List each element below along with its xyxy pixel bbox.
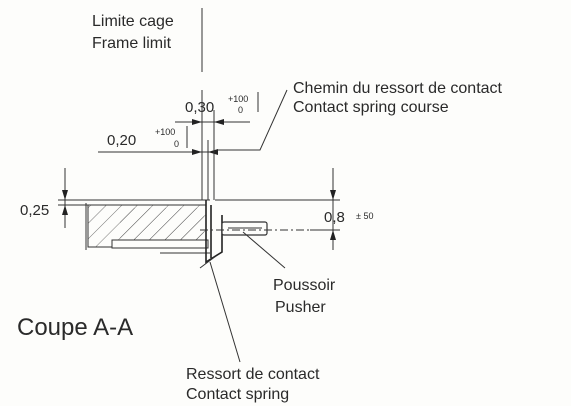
spring-course-label-fr: Chemin du ressort de contact	[293, 80, 503, 97]
dim-020-tol-upper: +100	[155, 127, 175, 137]
dim-08-arrow-bottom	[330, 230, 336, 240]
dim-025-arrow-top	[62, 190, 68, 200]
frame-limit-label-en: Frame limit	[92, 35, 172, 52]
spring-course-label-en: Contact spring course	[293, 99, 449, 116]
dim-020-value: 0,20	[107, 132, 136, 149]
housing-inner-hatch	[120, 208, 204, 244]
frame-limit-label-fr: Limite cage	[92, 13, 174, 30]
dim-030-tol-upper: +100	[228, 94, 248, 104]
dim-020-arrow-left	[192, 149, 202, 155]
dim-025-value: 0,25	[20, 202, 49, 219]
dim-030-arrow-right	[214, 119, 224, 125]
dim-08-arrow-top	[330, 190, 336, 200]
contact-spring-label-fr: Ressort de contact	[186, 366, 320, 383]
dim-030-arrow-left	[192, 119, 202, 125]
pusher-label-fr: Poussoir	[273, 277, 336, 294]
dim-08-tol: ± 50	[356, 211, 373, 221]
base-strip	[111, 239, 209, 249]
pusher-label-en: Pusher	[275, 299, 326, 316]
dim-020-tol-lower: 0	[174, 139, 179, 149]
dim-020-arrow-right	[208, 149, 218, 155]
section-title: Coupe A-A	[17, 314, 133, 341]
dim-08-value: 0,8	[324, 209, 345, 226]
spring-course-leader	[218, 89, 288, 151]
dim-030-value: 0,30	[185, 99, 214, 116]
contact-spring-lower	[199, 255, 217, 269]
pusher-leader	[242, 231, 286, 269]
contact-spring-label-en: Contact spring	[186, 386, 289, 403]
dim-030-tol-lower: 0	[238, 105, 243, 115]
contact-spring-leader	[209, 261, 241, 363]
dim-025-arrow-bottom	[62, 205, 68, 215]
